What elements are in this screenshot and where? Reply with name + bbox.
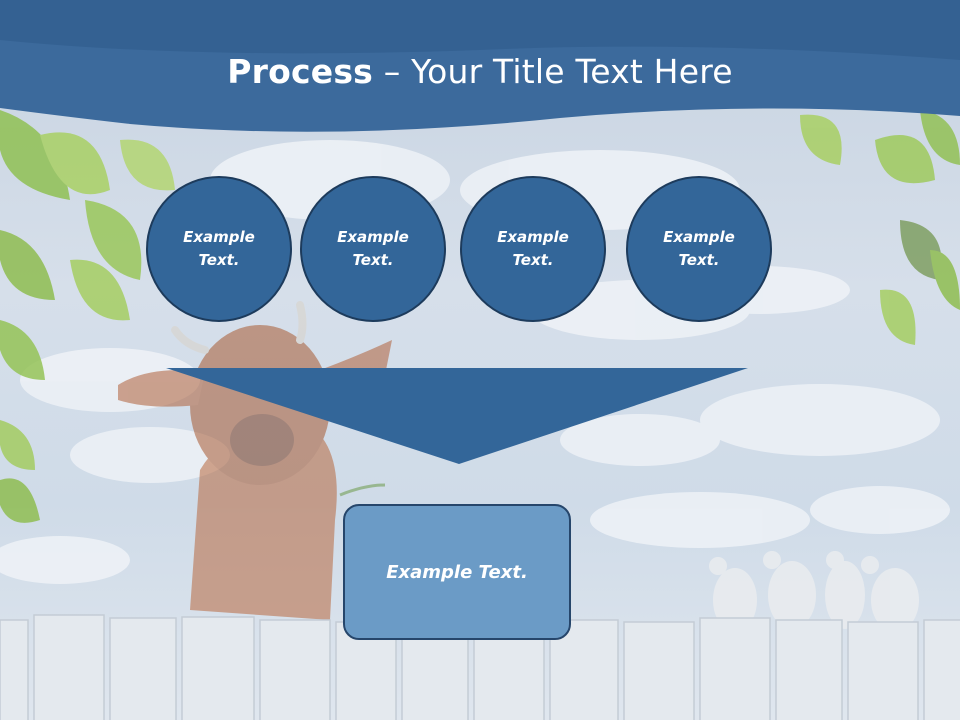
result-label: Example Text. [386, 561, 528, 583]
title-bold: Process [227, 52, 374, 91]
doves-illustration [709, 551, 919, 632]
slide-title: Process – Your Title Text Here [0, 52, 960, 91]
title-rest: – Your Title Text Here [373, 52, 733, 91]
leaves-right-illustration [800, 110, 960, 345]
result-box: Example Text. [343, 504, 571, 640]
leaves-left-illustration [0, 110, 175, 523]
